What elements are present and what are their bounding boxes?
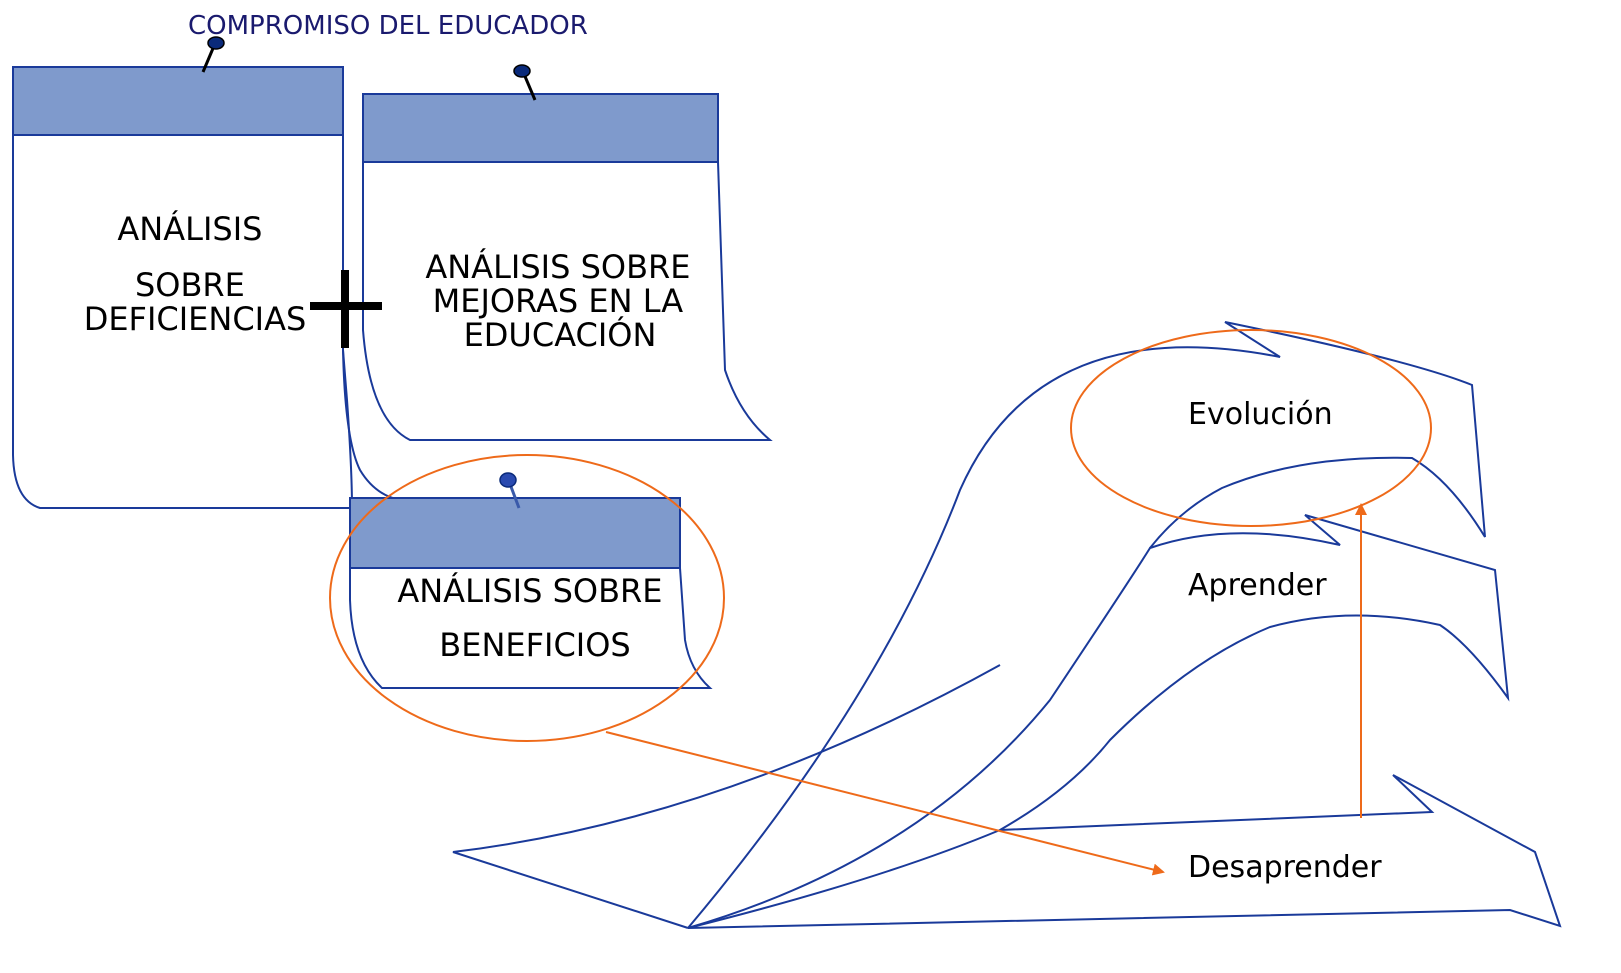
arrow-desaprender-shape xyxy=(687,774,1562,929)
note-mejoras-header xyxy=(362,93,719,163)
diagram-title: COMPROMISO DEL EDUCADOR xyxy=(188,11,588,41)
stage-evolucion-label: Evolución xyxy=(1188,397,1333,432)
note-deficiencias-line3: DEFICIENCIAS xyxy=(84,300,307,338)
note-beneficios-line1: ANÁLISIS SOBRE xyxy=(397,572,662,610)
note-mejoras-line2: MEJORAS EN LA xyxy=(433,282,684,320)
note-beneficios-body xyxy=(349,567,713,689)
note-deficiencias-line2: SOBRE xyxy=(135,266,245,304)
highlight-ellipse-beneficios xyxy=(329,454,725,742)
plus-icon xyxy=(310,270,382,348)
stage-aprender-label: Aprender xyxy=(1188,568,1327,603)
growth-arrows xyxy=(452,321,1562,929)
arrow-evolucion-shape xyxy=(687,321,1486,929)
note-beneficios-line2: BENEFICIOS xyxy=(439,626,630,664)
pin-icon xyxy=(499,472,521,509)
note-deficiencias: ANÁLISIS SOBRE DEFICIENCIAS xyxy=(12,36,354,509)
arrow-beneficios-to-desaprender xyxy=(605,731,1165,876)
connector-line xyxy=(342,349,401,501)
arrow-aprender-shape xyxy=(687,514,1510,929)
note-mejoras-line3: EDUCACIÓN xyxy=(464,315,657,354)
note-beneficios: ANÁLISIS SOBRE BENEFICIOS xyxy=(349,472,713,689)
note-beneficios-header xyxy=(349,497,681,569)
svg-text:ANÁLISIS SOBRE MEJORAS E: ANÁLISIS SOBRE MEJORAS EN LA EDUCACIÓN xyxy=(425,248,700,354)
pin-icon xyxy=(513,64,537,101)
stage-desaprender-label: Desaprender xyxy=(1188,850,1382,885)
note-mejoras-line1: ANÁLISIS SOBRE xyxy=(425,248,690,286)
highlight-ellipse-evolucion xyxy=(1070,329,1432,527)
note-mejoras-body xyxy=(362,161,773,441)
note-deficiencias-header xyxy=(12,66,344,136)
note-mejoras: ANÁLISIS SOBRE MEJORAS EN LA EDUCACIÓN xyxy=(362,64,773,441)
svg-text:ANÁLISIS SOBRE DEF: ANÁLISIS SOBRE DEFICIENCIAS xyxy=(84,210,307,338)
note-deficiencias-line1: ANÁLISIS xyxy=(117,210,262,248)
svg-text:ANÁLISIS SOBRE BENEFICIO: ANÁLISIS SOBRE BENEFICIOS xyxy=(397,572,672,664)
pin-icon xyxy=(201,36,225,73)
